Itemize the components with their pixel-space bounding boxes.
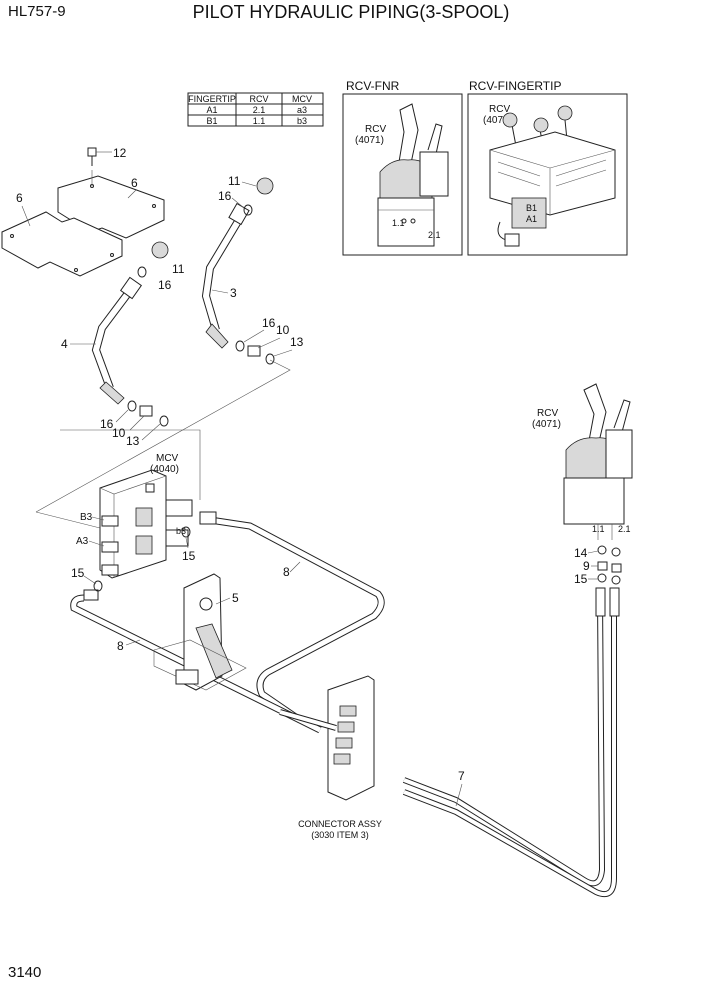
connector-label: CONNECTOR ASSY	[298, 819, 382, 829]
callout-10: 10	[276, 323, 290, 337]
inset-fingertip-rcv-label: RCV	[489, 104, 510, 115]
table-cell: 1.1	[253, 116, 266, 126]
fingertip-port-table: FINGERTIP RCV MCV A1 2.1 a3 B1 1.1 b3	[187, 92, 324, 127]
callout-15: 15	[71, 566, 85, 580]
callout-8: 8	[117, 639, 124, 653]
inset-fnr-rcv-code: (4071)	[355, 135, 384, 146]
rcv-port-b: 2.1	[618, 524, 631, 534]
callout-16: 16	[158, 278, 172, 292]
inset-fnr-port-a: 1.1	[392, 218, 405, 228]
hose-7	[402, 587, 620, 898]
table-cell: B1	[206, 116, 217, 126]
callout-11: 11	[172, 262, 185, 276]
mcv-port-b3-small: b3	[176, 526, 186, 536]
rcv-port-a: 1.1	[592, 524, 605, 534]
callout-16: 16	[100, 417, 114, 431]
callout-15: 15	[182, 549, 196, 563]
callout-10: 10	[112, 426, 126, 440]
connector-code: (3030 ITEM 3)	[311, 830, 369, 840]
table-header-rcv: RCV	[249, 94, 268, 104]
callout-13: 13	[126, 434, 140, 448]
inset-rcv-fnr: RCV-FNR RCV (4071) 1.1 2.1	[342, 79, 463, 256]
mcv-port-b3: B3	[80, 512, 93, 523]
callout-12: 12	[113, 146, 127, 160]
rcv-label: RCV	[537, 408, 558, 419]
inset-fnr-title: RCV-FNR	[346, 79, 400, 93]
mcv-port-a3: A3	[76, 536, 89, 547]
connector-assy: CONNECTOR ASSY (3030 ITEM 3)	[279, 675, 382, 840]
callout-14: 14	[574, 546, 588, 560]
callout-15: 15	[574, 572, 588, 586]
cover-plates	[1, 170, 165, 277]
page-title: PILOT HYDRAULIC PIPING(3-SPOOL)	[192, 2, 510, 22]
hose-8-upper	[181, 511, 385, 723]
rcv-main: RCV (4071) 1.1 2.1	[532, 383, 633, 585]
bracket-5	[153, 573, 247, 691]
fittings-upper	[235, 340, 275, 365]
callout-9: 9	[583, 559, 590, 573]
callout-6: 6	[131, 176, 138, 190]
mcv-code: (4040)	[150, 464, 179, 475]
page-number: 3140	[8, 964, 42, 981]
inset-fnr-rcv-label: RCV	[365, 124, 386, 135]
reference-lines	[35, 359, 291, 529]
callouts: 12 6 6 11 16 11 16 3 4 16 10 13 16 10 13…	[16, 146, 599, 807]
mcv-valve: MCV (4040) B3 A3 b3	[76, 453, 193, 579]
inset-fingertip-rcv-code: (4073)	[483, 115, 512, 126]
hose-4	[91, 241, 169, 427]
callout-7: 7	[458, 769, 465, 783]
callout-13: 13	[290, 335, 304, 349]
table-cell: A1	[206, 105, 217, 115]
callout-5: 5	[232, 591, 239, 605]
table-header-mcv: MCV	[292, 94, 312, 104]
mcv-label: MCV	[156, 453, 179, 464]
hose-3	[201, 177, 274, 349]
inset-fnr-port-b: 2.1	[428, 230, 441, 240]
table-header-fingertip: FINGERTIP	[188, 94, 236, 104]
callout-16: 16	[262, 316, 276, 330]
table-cell: a3	[297, 105, 307, 115]
inset-fingertip-title: RCV-FINGERTIP	[469, 79, 561, 93]
rcv-code: (4071)	[532, 419, 561, 430]
inset-fingertip-port-a1: A1	[526, 214, 537, 224]
table-cell: b3	[297, 116, 307, 126]
callout-3: 3	[230, 286, 237, 300]
bolt-12	[87, 147, 112, 166]
model-number: HL757-9	[8, 3, 66, 20]
callout-6: 6	[16, 191, 23, 205]
table-cell: 2.1	[253, 105, 266, 115]
hose-8-lower	[70, 580, 322, 734]
callout-16: 16	[218, 189, 232, 203]
callout-11: 11	[228, 174, 241, 188]
callout-8: 8	[283, 565, 290, 579]
inset-rcv-fingertip: RCV-FINGERTIP RCV (4073) B1 A1	[467, 79, 628, 256]
callout-4: 4	[61, 337, 68, 351]
inset-fingertip-port-b1: B1	[526, 203, 537, 213]
